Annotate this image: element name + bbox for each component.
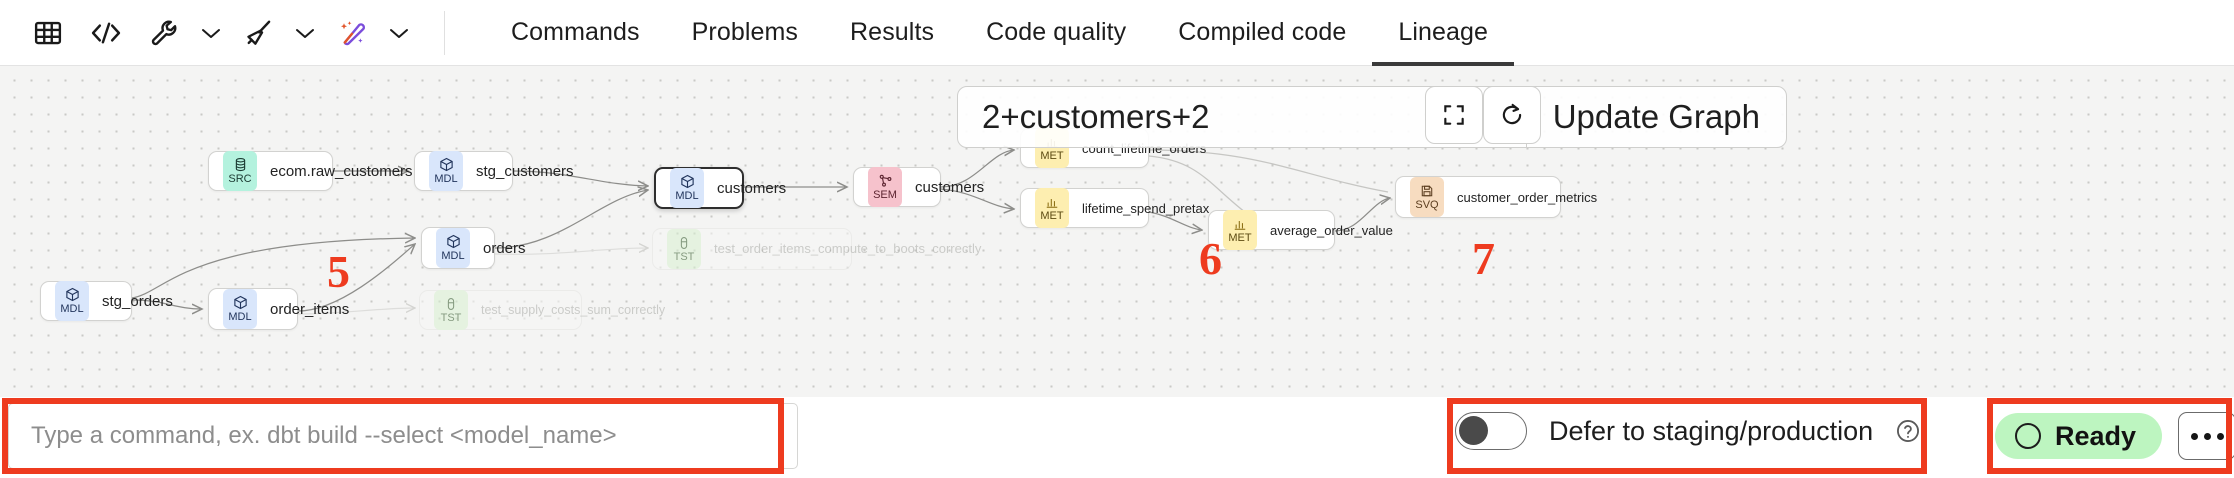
refresh-button[interactable] xyxy=(1483,86,1541,144)
lineage-node-customer-order-metrics[interactable]: SVQ customer_order_metrics xyxy=(1395,176,1597,218)
tst-badge: TST xyxy=(667,229,701,269)
chevron-down-icon-broom[interactable] xyxy=(290,9,320,57)
code-icon[interactable] xyxy=(80,9,132,57)
defer-label: Defer to staging/production xyxy=(1549,415,1874,446)
status-dot-icon xyxy=(2015,423,2041,449)
tab-code-quality[interactable]: Code quality xyxy=(986,18,1127,46)
chevron-down-icon-wrench[interactable] xyxy=(196,9,226,57)
mdl-badge: MDL xyxy=(670,168,704,208)
mdl-badge-text: MDL xyxy=(675,190,699,202)
command-input[interactable] xyxy=(8,403,798,469)
node-label: average_order_value xyxy=(1270,222,1393,238)
mdl-badge: MDL xyxy=(429,151,463,191)
lineage-node-stg-customers[interactable]: MDL stg_customers xyxy=(414,151,574,191)
lineage-node-test-supply-costs[interactable]: TST test_supply_costs_sum_correctly xyxy=(419,290,665,330)
mdl-badge: MDL xyxy=(55,281,89,321)
node-label: test_supply_costs_sum_correctly xyxy=(481,303,666,317)
lineage-node-customers-model[interactable]: MDL customers xyxy=(654,167,786,209)
node-label: customers xyxy=(717,179,787,197)
more-options-button[interactable] xyxy=(2178,412,2234,460)
broom-icon[interactable] xyxy=(232,9,284,57)
status-label: Ready xyxy=(2055,420,2137,451)
tab-lineage[interactable]: Lineage xyxy=(1372,0,1514,66)
dot-icon xyxy=(2216,432,2224,440)
tab-results[interactable]: Results xyxy=(850,18,935,46)
node-label: customers xyxy=(915,178,985,196)
sem-badge: SEM xyxy=(868,167,902,207)
mdl-badge-text: MDL xyxy=(434,173,458,185)
node-label: customer_order_metrics xyxy=(1457,189,1598,205)
question-circle-icon[interactable] xyxy=(1895,418,1921,444)
dot-icon xyxy=(2190,432,2198,440)
status-badge[interactable]: Ready xyxy=(1995,413,2163,459)
status-area: Ready xyxy=(1995,412,2234,460)
tst-badge: TST xyxy=(434,290,468,330)
defer-control: Defer to staging/production xyxy=(1455,412,1921,450)
node-label: test_order_items_compute_to_boots_correc… xyxy=(714,240,982,256)
command-bar xyxy=(8,403,798,469)
node-label: lifetime_spend_pretax xyxy=(1082,200,1210,216)
lineage-node-stg-orders[interactable]: MDL stg_orders xyxy=(40,281,173,321)
lineage-node-average-order-value[interactable]: MET average_order_value xyxy=(1208,210,1393,250)
toolbar-divider xyxy=(444,10,445,55)
dot-icon xyxy=(2203,432,2211,440)
svq-badge: SVQ xyxy=(1410,177,1444,217)
mdl-badge-text: MDL xyxy=(441,250,465,262)
mdl-badge-text: MDL xyxy=(60,303,84,315)
graph-selector-overlay: 2+customers+2 Update Graph xyxy=(957,86,1787,148)
lineage-node-customers-semantic[interactable]: SEM customers xyxy=(853,167,984,207)
lineage-node-ecom-raw-customers[interactable]: SRC ecom.raw_customers xyxy=(208,151,413,191)
mdl-badge: MDL xyxy=(436,228,470,268)
lineage-node-lifetime-spend-pretax[interactable]: MET lifetime_spend_pretax xyxy=(1020,188,1209,228)
lineage-canvas[interactable]: SRC ecom.raw_customers MDL stg_customers… xyxy=(0,66,2234,397)
lineage-node-test-order-items[interactable]: TST test_order_items_compute_to_boots_co… xyxy=(652,228,981,270)
met-badge-text: MET xyxy=(1040,209,1064,222)
magic-wand-icon[interactable] xyxy=(326,9,378,57)
node-label: stg_orders xyxy=(102,292,173,310)
top-toolbar: Commands Problems Results Code quality C… xyxy=(0,0,2234,66)
tst-badge-text: TST xyxy=(673,250,695,263)
met-badge-text: MET xyxy=(1040,149,1064,162)
svq-badge-text: SVQ xyxy=(1415,198,1439,211)
met-badge: MET xyxy=(1223,210,1257,250)
tab-problems[interactable]: Problems xyxy=(691,18,799,46)
update-graph-button[interactable]: Update Graph xyxy=(1552,98,1760,135)
tab-bar: Commands Problems Results Code quality C… xyxy=(485,0,1514,66)
node-label: order_items xyxy=(270,300,350,318)
defer-toggle[interactable] xyxy=(1455,412,1527,450)
src-badge: SRC xyxy=(223,151,257,191)
met-badge: MET xyxy=(1035,188,1069,228)
toolbar-icon-group xyxy=(0,0,451,66)
table-icon[interactable] xyxy=(22,9,74,57)
node-label: stg_customers xyxy=(476,162,574,180)
fullscreen-button[interactable] xyxy=(1425,86,1483,144)
mdl-badge-text: MDL xyxy=(228,311,252,323)
lineage-node-orders[interactable]: MDL orders xyxy=(421,227,526,269)
wrench-icon[interactable] xyxy=(138,9,190,57)
chevron-down-icon-magic[interactable] xyxy=(384,9,414,57)
tab-commands[interactable]: Commands xyxy=(511,18,640,46)
graph-selector-input[interactable]: 2+customers+2 xyxy=(982,98,1210,135)
node-label: orders xyxy=(483,239,526,257)
sem-badge-text: SEM xyxy=(873,189,897,201)
src-badge-text: SRC xyxy=(228,173,252,185)
toggle-knob xyxy=(1459,416,1488,445)
node-label: ecom.raw_customers xyxy=(270,162,413,180)
tst-badge-text: TST xyxy=(440,311,462,324)
mdl-badge: MDL xyxy=(223,289,257,329)
met-badge-text: MET xyxy=(1228,231,1252,244)
tab-compiled-code[interactable]: Compiled code xyxy=(1178,18,1347,46)
lineage-node-order-items[interactable]: MDL order_items xyxy=(208,288,349,330)
